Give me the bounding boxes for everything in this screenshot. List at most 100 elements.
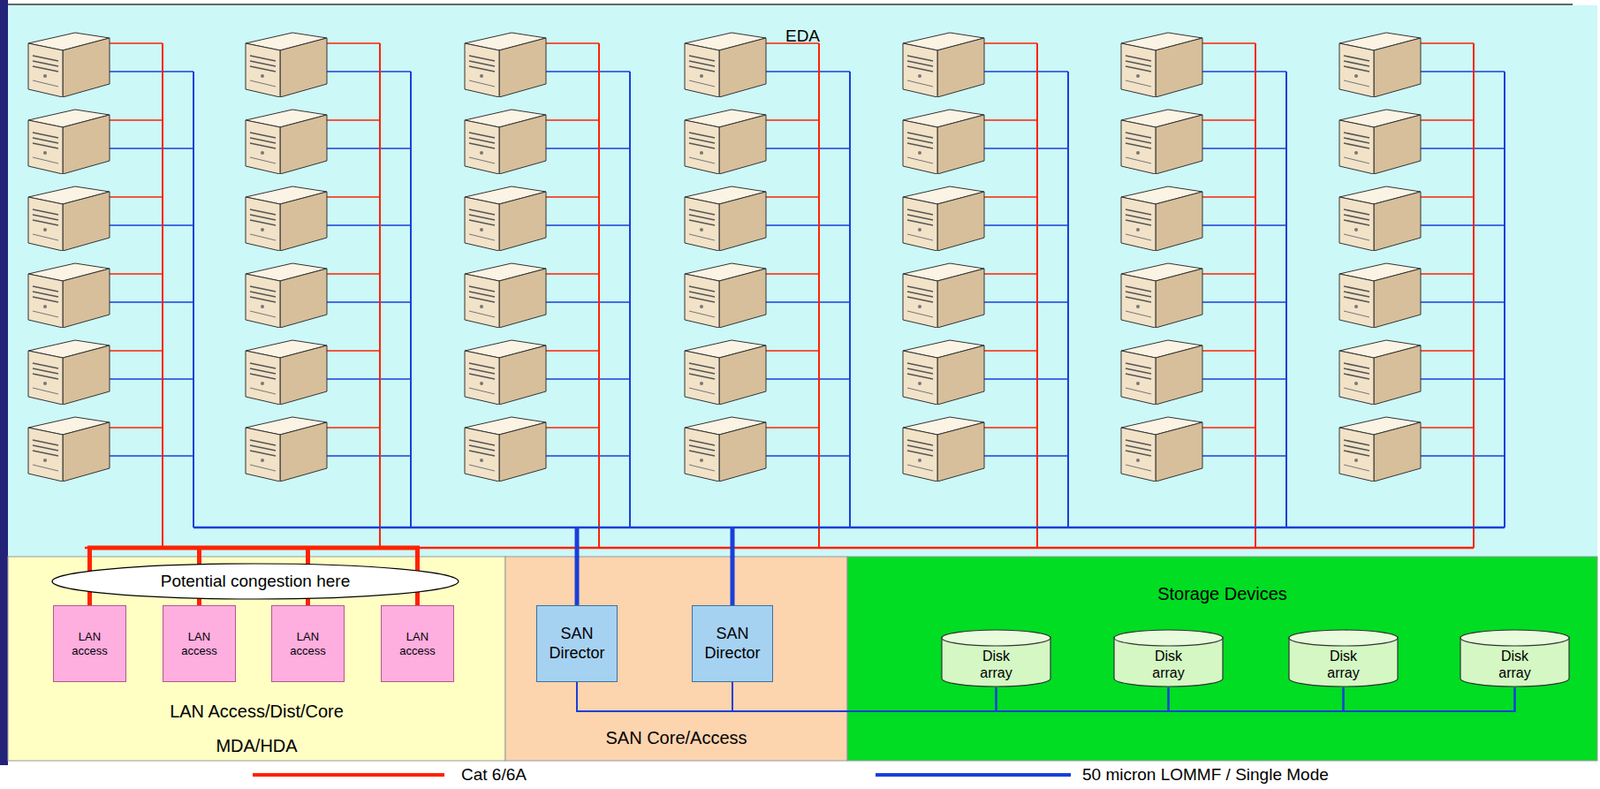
callout-ellipse-outline — [52, 563, 459, 600]
node-label: Disk array — [970, 647, 1024, 682]
disk-array: Disk array — [1288, 629, 1399, 688]
node-label: LAN access — [283, 629, 333, 658]
cable-connector — [732, 682, 997, 712]
fiber-riser — [629, 71, 631, 528]
fiber-patch — [326, 378, 411, 380]
cable-connector — [730, 556, 736, 606]
trunk-drop — [730, 527, 736, 558]
server-icon — [28, 340, 110, 405]
fiber-patch — [984, 454, 1069, 457]
server-icon — [1121, 263, 1203, 328]
cable-connector — [576, 682, 997, 712]
server-icon — [902, 32, 985, 98]
lan-ground — [7, 556, 506, 761]
eda-ground — [7, 5, 1598, 557]
server-icon — [28, 417, 110, 482]
disk-top — [941, 629, 1051, 646]
fiber-patch — [1420, 224, 1505, 227]
zone-title: Storage Devices — [1157, 583, 1288, 605]
legend-line — [252, 773, 445, 777]
server-icon — [1121, 417, 1203, 482]
node-label: SAN Director — [541, 624, 613, 663]
fiber-patch — [109, 301, 194, 304]
cable-connector — [732, 682, 1169, 712]
server-icon — [1339, 417, 1421, 482]
cat6-bus — [84, 546, 1474, 550]
cat6-trunk — [87, 545, 420, 551]
fiber-riser — [409, 71, 412, 528]
fiber-riser — [1067, 71, 1070, 528]
disk-top — [1289, 629, 1398, 646]
cat6-riser — [818, 43, 820, 548]
san-zone: SAN DirectorSAN DirectorSAN Core/Access — [505, 556, 848, 761]
server-icon — [902, 186, 985, 251]
zone-title: EDA — [785, 26, 820, 47]
server-icon — [245, 340, 327, 405]
server-icon — [464, 417, 546, 482]
fiber-patch — [326, 147, 411, 150]
fiber-patch — [1420, 454, 1505, 457]
fiber-patch — [326, 70, 411, 73]
server-icon — [1121, 32, 1203, 98]
node-label: Disk array — [1317, 647, 1371, 682]
lan-access-switch: LAN access — [53, 605, 127, 683]
fiber-patch — [984, 147, 1069, 150]
fiber-patch — [984, 70, 1069, 73]
congestion-callout: Potential congestion here — [51, 562, 460, 600]
legend-text: 50 micron LOMMF / Single Mode — [1082, 765, 1329, 786]
server-icon — [245, 109, 327, 175]
cat6-riser — [1036, 43, 1039, 548]
trunk-drop — [305, 547, 311, 558]
fiber-patch — [109, 378, 194, 380]
fiber-patch — [326, 224, 411, 227]
fiber-patch — [765, 224, 850, 227]
legend-sample — [252, 771, 445, 779]
server-icon — [464, 263, 546, 328]
node-label: Disk array — [1488, 647, 1542, 682]
server-icon — [684, 263, 766, 328]
fiber-patch — [545, 70, 630, 73]
server-icon — [1121, 109, 1203, 175]
fiber-patch — [545, 378, 630, 380]
fiber-bus — [193, 526, 1505, 530]
cable-connector — [576, 682, 1344, 712]
fiber-riser — [192, 71, 195, 528]
disk-array: Disk array — [940, 629, 1052, 688]
server-icon — [684, 417, 766, 482]
side-strip — [0, 0, 8, 766]
fiber-patch — [1420, 301, 1505, 304]
server-icon — [1121, 186, 1203, 251]
server-icon — [902, 340, 985, 405]
server-icon — [464, 340, 546, 405]
trunk-drop — [575, 527, 580, 558]
server-icon — [902, 263, 985, 328]
server-rack — [28, 32, 1421, 482]
fiber-patch — [545, 301, 630, 304]
disk-top — [1460, 629, 1570, 646]
cable-connector — [576, 682, 1169, 712]
fiber-patch — [1420, 147, 1505, 150]
node-label: LAN access — [393, 629, 442, 658]
san-director: SAN Director — [691, 605, 774, 683]
fiber-patch — [1202, 70, 1287, 73]
fiber-patch — [1202, 224, 1287, 227]
node-label: LAN access — [174, 629, 224, 658]
fiber-riser — [849, 71, 851, 528]
server-icon — [245, 32, 327, 98]
server-icon — [464, 186, 546, 251]
server-icon — [1121, 340, 1203, 405]
cat6-riser — [161, 43, 164, 548]
fiber-patch — [765, 454, 850, 457]
zone-title: LAN Access/Dist/Core — [169, 700, 344, 722]
lan-access-switch: LAN access — [271, 605, 345, 683]
fiber-patch — [765, 147, 850, 150]
server-icon — [1339, 186, 1421, 251]
fiber-patch — [984, 224, 1069, 227]
server-icon — [245, 186, 327, 251]
server-wiring — [84, 43, 1505, 558]
server-icon — [684, 340, 766, 405]
fiber-riser — [1285, 71, 1288, 528]
server-icon — [684, 186, 766, 251]
fiber-patch — [326, 454, 411, 457]
cat6-riser — [1472, 43, 1475, 548]
